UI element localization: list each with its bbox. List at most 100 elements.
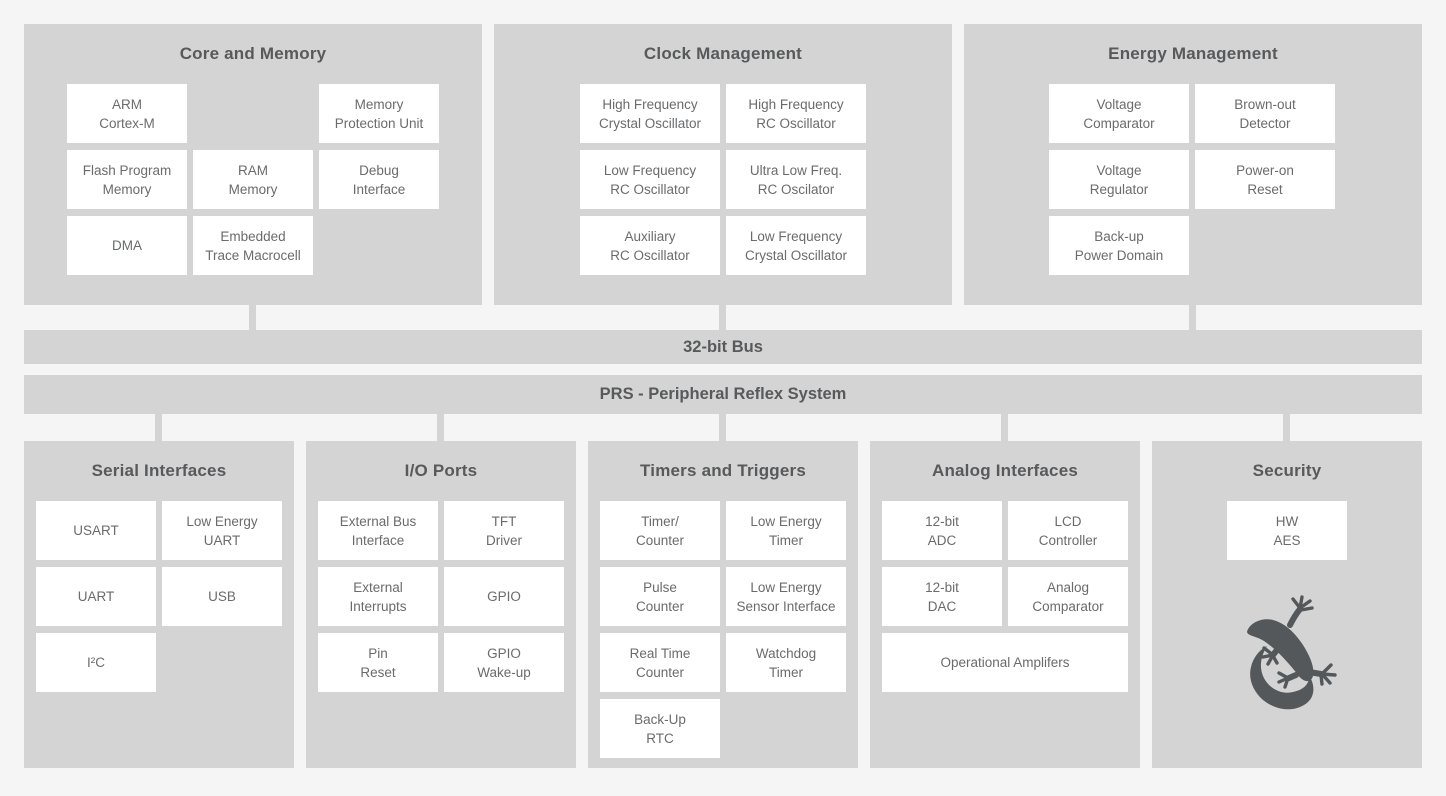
block-high-frequency-crystal-oscillator: High Frequency Crystal Oscillator — [580, 84, 720, 143]
block-i2c: I²C — [36, 633, 156, 692]
label-line: Counter — [635, 664, 685, 680]
block-high-frequency-rc-oscillator: High Frequency RC Oscillator — [726, 84, 866, 143]
label-line: I²C — [87, 655, 105, 670]
label-line: RC Oscillator — [610, 181, 690, 197]
label-line: Crystal Oscillator — [598, 115, 701, 131]
block-arm-cortex-m: ARM Cortex-M — [67, 84, 187, 143]
label-line: USB — [208, 589, 236, 604]
block-low-frequency-rc-oscillator: Low Frequency RC Oscillator — [580, 150, 720, 209]
block-pin-reset: Pin Reset — [318, 633, 438, 692]
label-line: RTC — [646, 730, 674, 746]
section-timers-and-triggers: Timers and Triggers Timer/ Counter Low E… — [588, 441, 858, 768]
section-energy-management: Energy Management Voltage Comparator Bro… — [964, 24, 1422, 305]
block-watchdog-timer: Watchdog Timer — [726, 633, 846, 692]
block-ram-memory: RAM Memory — [193, 150, 313, 209]
block-auxiliary-rc-oscillator: Auxiliary RC Oscillator — [580, 216, 720, 275]
label-line: 12-bit — [925, 513, 959, 529]
label-line: Controller — [1038, 532, 1098, 548]
label-line: Debug — [359, 162, 399, 178]
label-line: UART — [203, 532, 241, 548]
section-serial-interfaces: Serial Interfaces USART Low Energy UART … — [24, 441, 294, 768]
block-low-energy-sensor-interface: Low Energy Sensor Interface — [726, 567, 846, 626]
block-low-frequency-crystal-oscillator: Low Frequency Crystal Oscillator — [726, 216, 866, 275]
label-line: Reset — [1247, 181, 1283, 197]
block-ultra-low-freq-rc-oscillator: Ultra Low Freq. RC Oscilator — [726, 150, 866, 209]
label-line: Detector — [1239, 115, 1291, 131]
block-analog-comparator: Analog Comparator — [1008, 567, 1128, 626]
label-line: RC Oscillator — [756, 115, 836, 131]
label-line: GPIO — [487, 589, 521, 604]
section-security: Security HW AES — [1152, 441, 1422, 768]
label-line: DMA — [112, 238, 142, 253]
label-line: Interrupts — [349, 598, 407, 614]
block-gpio-wake-up: GPIO Wake-up — [444, 633, 564, 692]
section-io-ports: I/O Ports External Bus Interface TFT Dri… — [306, 441, 576, 768]
section-core-and-memory: Core and Memory ARM Cortex-M Memory Prot… — [24, 24, 482, 305]
section-clock-management: Clock Management High Frequency Crystal … — [494, 24, 952, 305]
block-real-time-counter: Real Time Counter — [600, 633, 720, 692]
block-gpio: GPIO — [444, 567, 564, 626]
label-line: LCD — [1054, 513, 1082, 529]
label-line: Pin — [368, 645, 388, 661]
block-pulse-counter: Pulse Counter — [600, 567, 720, 626]
block-external-bus-interface: External Bus Interface — [318, 501, 438, 560]
bus-connector — [1283, 414, 1290, 441]
section-title: Security — [1252, 461, 1322, 480]
label-line: Power-on — [1236, 162, 1294, 178]
label-line: External — [353, 579, 403, 595]
block-hw-aes: HW AES — [1227, 501, 1347, 560]
label-line: ARM — [112, 96, 142, 112]
block-embedded-trace-macrocell: Embedded Trace Macrocell — [193, 216, 313, 275]
label-line: Ultra Low Freq. — [749, 162, 843, 178]
bus-connector — [249, 305, 256, 330]
label-line: External Bus — [339, 513, 417, 529]
label-line: Interface — [351, 532, 405, 548]
label-line: Low Frequency — [603, 162, 697, 178]
label-line: Low Frequency — [749, 228, 843, 244]
gecko-icon — [1247, 595, 1337, 710]
bus-connector — [1189, 305, 1196, 330]
bus-32bit: 32-bit Bus — [24, 330, 1422, 364]
label-line: Operational Amplifers — [940, 655, 1070, 670]
block-brown-out-detector: Brown-out Detector — [1195, 84, 1335, 143]
block-low-energy-timer: Low Energy Timer — [726, 501, 846, 560]
label-line: Protection Unit — [334, 115, 424, 131]
block-voltage-regulator: Voltage Regulator — [1049, 150, 1189, 209]
label-line: Crystal Oscillator — [744, 247, 847, 263]
label-line: Comparator — [1032, 598, 1104, 614]
block-12bit-dac: 12-bit DAC — [882, 567, 1002, 626]
label-line: Timer — [769, 664, 803, 680]
block-back-up-power-domain: Back-up Power Domain — [1049, 216, 1189, 275]
section-analog-interfaces: Analog Interfaces 12-bit ADC LCD Control… — [870, 441, 1140, 768]
block-operational-amplifiers: Operational Amplifers — [882, 633, 1128, 692]
label-line: GPIO — [487, 645, 521, 661]
block-back-up-rtc: Back-Up RTC — [600, 699, 720, 758]
label-line: Low Energy — [186, 513, 258, 529]
label-line: High Frequency — [748, 96, 844, 112]
label-line: RC Oscillator — [610, 247, 690, 263]
block-memory-protection-unit: Memory Protection Unit — [319, 84, 439, 143]
bus-connector — [437, 414, 444, 441]
label-line: High Frequency — [602, 96, 698, 112]
section-title: Core and Memory — [179, 44, 327, 63]
block-dma: DMA — [67, 216, 187, 275]
label-line: Regulator — [1089, 181, 1149, 197]
label-line: Interface — [352, 181, 406, 197]
bus-connector — [1001, 414, 1008, 441]
label-line: UART — [77, 589, 115, 604]
block-12bit-adc: 12-bit ADC — [882, 501, 1002, 560]
label-line: Analog — [1046, 579, 1090, 595]
bus-connector — [719, 305, 726, 330]
block-usb: USB — [162, 567, 282, 626]
section-title: Timers and Triggers — [640, 461, 806, 480]
label-line: Wake-up — [477, 664, 531, 680]
label-line: Memory — [228, 181, 278, 197]
label-line: RC Oscilator — [757, 181, 835, 197]
label-line: Trace Macrocell — [205, 247, 301, 263]
label-line: Low Energy — [750, 579, 822, 595]
label-line: USART — [73, 523, 119, 538]
bus-connector — [155, 414, 162, 441]
block-lcd-controller: LCD Controller — [1008, 501, 1128, 560]
label-line: Real Time — [629, 645, 691, 661]
label-line: Memory — [102, 181, 152, 197]
